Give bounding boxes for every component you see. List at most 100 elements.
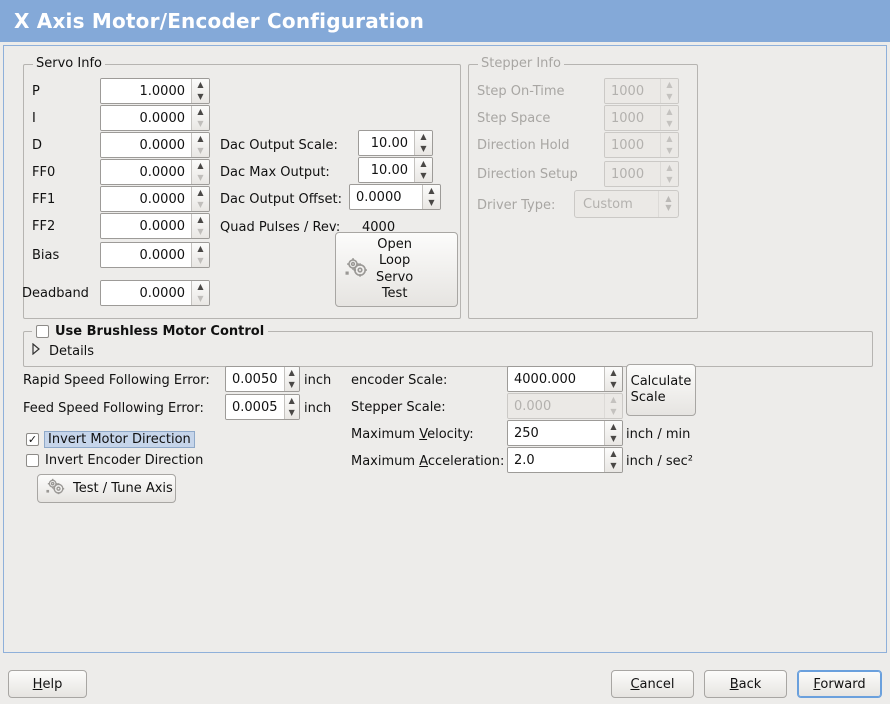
chevron-up-icon[interactable]: ▲ [610,422,617,431]
cancel-button[interactable]: Cancel [611,670,694,698]
servo-input-ff0-value[interactable]: 0.0000 [101,160,192,184]
chevron-down-icon[interactable]: ▼ [197,146,204,155]
content-panel: Servo Info P I D FF0 FF1 FF2 Bias Deadba… [3,45,887,653]
chevron-up-icon[interactable]: ▲ [197,134,204,143]
chevron-down-icon[interactable]: ▼ [197,173,204,182]
chevron-up-icon[interactable]: ▲ [197,244,204,253]
chevron-up-icon[interactable]: ▲ [428,186,435,195]
servo-input-deadband-spinner[interactable]: ▲ ▼ [192,281,209,305]
servo-input-p-spinner[interactable]: ▲ ▼ [192,79,209,103]
chevron-down-icon[interactable]: ▼ [197,92,204,101]
maximum-velocity-input[interactable]: 250 ▲ ▼ [507,420,623,446]
checkbox-box[interactable]: ✓ [26,433,39,446]
rapid-speed-following-error-input[interactable]: 0.0050 ▲ ▼ [225,366,300,392]
dac-output-offset-spinner[interactable]: ▲ ▼ [423,185,440,209]
chevron-up-icon[interactable]: ▲ [197,107,204,116]
dac-output-scale-spinner[interactable]: ▲ ▼ [415,131,432,155]
feed-speed-following-error-spinner[interactable]: ▲ ▼ [284,395,299,419]
chevron-down-icon[interactable]: ▼ [197,119,204,128]
test-tune-axis-button[interactable]: Test / Tune Axis [37,474,176,503]
servo-input-p-value[interactable]: 1.0000 [101,79,192,103]
chevron-down-icon[interactable]: ▼ [197,294,204,303]
invert-encoder-direction-checkbox[interactable]: Invert Encoder Direction [26,453,203,468]
help-button[interactable]: Help [8,670,87,698]
dac-output-scale-input[interactable]: 10.00 ▲ ▼ [358,130,433,156]
dac-output-scale-value[interactable]: 10.00 [359,131,415,155]
servo-input-deadband[interactable]: 0.0000 ▲ ▼ [100,280,210,306]
chevron-down-icon[interactable]: ▼ [610,380,617,389]
maximum-velocity-spinner[interactable]: ▲ ▼ [605,421,622,445]
servo-input-ff1[interactable]: 0.0000 ▲ ▼ [100,186,210,212]
servo-input-d[interactable]: 0.0000 ▲ ▼ [100,132,210,158]
servo-input-bias-value[interactable]: 0.0000 [101,243,192,267]
maximum-acceleration-spinner[interactable]: ▲ ▼ [605,448,622,472]
chevron-down-icon[interactable]: ▼ [197,200,204,209]
rapid-speed-following-error-value[interactable]: 0.0050 [226,367,285,391]
back-button[interactable]: Back [704,670,787,698]
driver-type-value: Custom [583,196,633,212]
feed-speed-following-error-value[interactable]: 0.0005 [226,395,285,419]
chevron-down-icon[interactable]: ▼ [420,171,427,180]
servo-input-bias-spinner[interactable]: ▲ ▼ [192,243,209,267]
chevron-up-icon[interactable]: ▲ [610,368,617,377]
invert-motor-direction-checkbox[interactable]: ✓ Invert Motor Direction [26,431,195,448]
chevron-down-icon[interactable]: ▼ [197,227,204,236]
servo-input-ff0-spinner[interactable]: ▲ ▼ [192,160,209,184]
servo-input-ff1-spinner[interactable]: ▲ ▼ [192,187,209,211]
chevron-up-icon[interactable]: ▲ [420,159,427,168]
servo-input-ff0[interactable]: 0.0000 ▲ ▼ [100,159,210,185]
chevron-up-icon[interactable]: ▲ [197,215,204,224]
step-space-label: Step Space [477,111,551,126]
servo-input-deadband-value[interactable]: 0.0000 [101,281,192,305]
servo-input-bias[interactable]: 0.0000 ▲ ▼ [100,242,210,268]
chevron-up-icon[interactable]: ▲ [197,282,204,291]
feed-speed-following-error-input[interactable]: 0.0005 ▲ ▼ [225,394,300,420]
servo-input-ff2[interactable]: 0.0000 ▲ ▼ [100,213,210,239]
chevron-up-icon[interactable]: ▲ [288,396,295,405]
encoder-scale-input[interactable]: 4000.000 ▲ ▼ [507,366,623,392]
dac-max-output-spinner[interactable]: ▲ ▼ [415,158,432,182]
chevron-up-icon[interactable]: ▲ [610,449,617,458]
dac-max-output-value[interactable]: 10.00 [359,158,415,182]
dac-output-offset-input[interactable]: 0.0000 ▲ ▼ [349,184,441,210]
chevron-down-icon[interactable]: ▼ [610,461,617,470]
dac-max-output-input[interactable]: 10.00 ▲ ▼ [358,157,433,183]
checkbox-box[interactable] [26,454,39,467]
forward-button[interactable]: Forward [797,670,882,698]
chevron-up-icon[interactable]: ▲ [197,188,204,197]
maximum-velocity-value[interactable]: 250 [508,421,605,445]
servo-input-i-spinner[interactable]: ▲ ▼ [192,106,209,130]
servo-input-d-spinner[interactable]: ▲ ▼ [192,133,209,157]
chevron-down-icon[interactable]: ▼ [428,198,435,207]
use-brushless-motor-control-checkbox[interactable]: Use Brushless Motor Control [32,324,269,339]
chevron-up-icon[interactable]: ▲ [197,161,204,170]
chevron-up-icon[interactable]: ▲ [197,80,204,89]
calculate-scale-button[interactable]: Calculate Scale [626,364,696,416]
chevron-down-icon[interactable]: ▼ [197,256,204,265]
servo-input-p[interactable]: 1.0000 ▲ ▼ [100,78,210,104]
dac-output-offset-value[interactable]: 0.0000 [350,185,423,209]
chevron-up-icon[interactable]: ▲ [420,132,427,141]
servo-input-i-value[interactable]: 0.0000 [101,106,192,130]
details-expander[interactable]: Details [31,342,94,359]
step-on-time-spinner: ▲ ▼ [661,79,678,103]
servo-input-i[interactable]: 0.0000 ▲ ▼ [100,105,210,131]
servo-input-ff1-value[interactable]: 0.0000 [101,187,192,211]
maximum-acceleration-value[interactable]: 2.0 [508,448,605,472]
checkbox-box[interactable] [36,325,49,338]
maximum-acceleration-input[interactable]: 2.0 ▲ ▼ [507,447,623,473]
chevron-down-icon[interactable]: ▼ [610,434,617,443]
servo-input-d-value[interactable]: 0.0000 [101,133,192,157]
servo-input-ff2-spinner[interactable]: ▲ ▼ [192,214,209,238]
chevron-down-icon[interactable]: ▼ [288,380,295,389]
chevron-down-icon[interactable]: ▼ [288,408,295,417]
chevron-down-icon[interactable]: ▼ [420,144,427,153]
open-loop-servo-test-button[interactable]: Open Loop Servo Test [335,232,458,307]
dac-output-offset-label: Dac Output Offset: [220,192,342,207]
encoder-scale-value[interactable]: 4000.000 [508,367,605,391]
chevron-up-icon[interactable]: ▲ [288,368,295,377]
servo-input-ff2-value[interactable]: 0.0000 [101,214,192,238]
rapid-speed-following-error-spinner[interactable]: ▲ ▼ [284,367,299,391]
triangle-right-icon[interactable] [31,342,41,359]
encoder-scale-spinner[interactable]: ▲ ▼ [605,367,622,391]
